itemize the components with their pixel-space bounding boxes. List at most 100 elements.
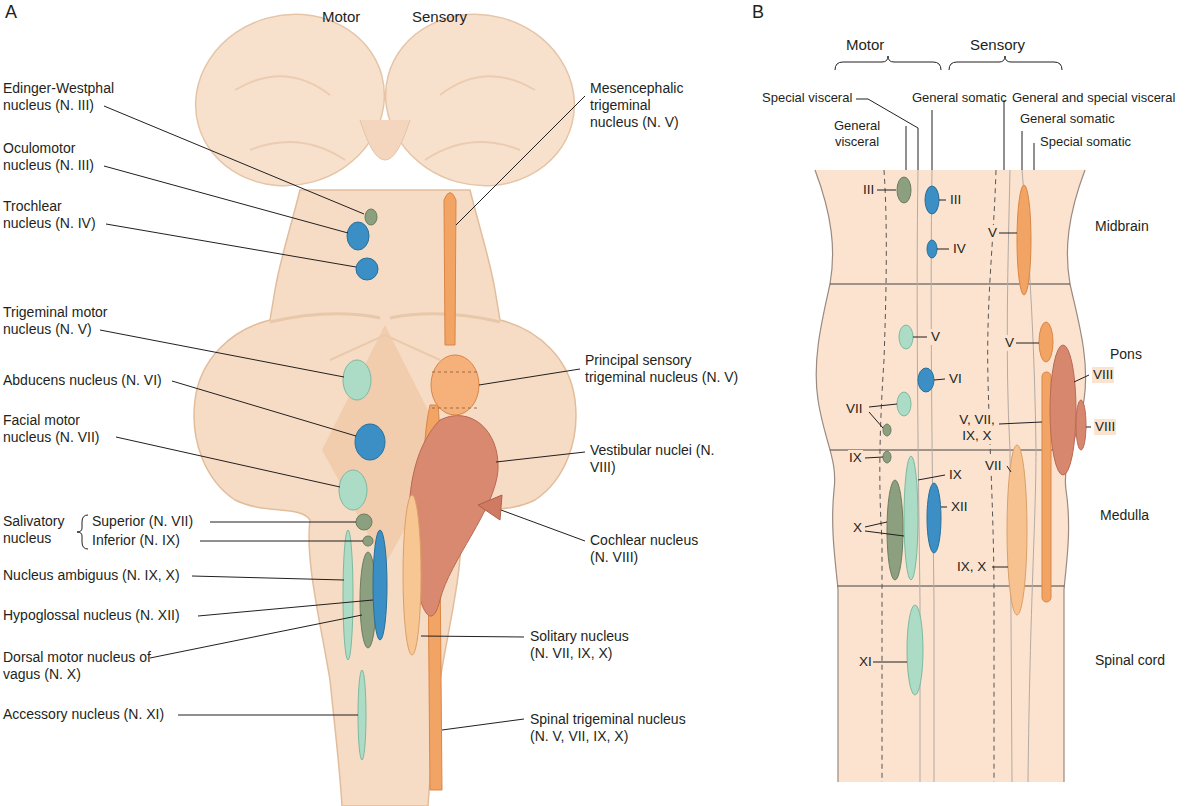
leader-lines [77, 96, 585, 730]
leader-line [421, 636, 524, 637]
leader-line [192, 576, 344, 580]
nucleus-shape [347, 222, 369, 250]
nucleus-shape [897, 392, 911, 416]
nerve-number: IV [952, 241, 967, 257]
bracket [77, 515, 88, 549]
column-label: General and special visceral [1012, 90, 1175, 106]
nucleus-shape [373, 530, 387, 640]
leader-line [869, 412, 883, 428]
nerve-number: IX [948, 467, 963, 483]
nucleus-shape [409, 416, 498, 617]
leader-line [939, 200, 946, 201]
leader-line [1004, 100, 1005, 170]
nucleus-label: Trigeminal motor nucleus (N. V) [3, 304, 128, 338]
leader-line [1086, 427, 1091, 428]
nerve-number: V [987, 225, 998, 241]
leader-line [865, 522, 887, 527]
nucleus-shape [343, 530, 353, 660]
leader-line [865, 531, 904, 536]
nucleus-label: Facial motor nucleus (N. VII) [3, 412, 115, 446]
nerve-number: III [949, 192, 962, 208]
nucleus-shape [356, 258, 378, 280]
leader-line [1007, 466, 1011, 472]
leader-line [1022, 131, 1023, 170]
column-label: Special visceral [762, 90, 852, 106]
nerve-number: VI [948, 371, 963, 387]
column-heading: Motor [322, 8, 360, 26]
nerve-number: XI [858, 654, 873, 670]
leader-line [100, 330, 344, 377]
leader-line [501, 510, 585, 541]
nucleus-shape [927, 240, 937, 258]
nucleus-shape [355, 424, 385, 460]
leader-line [442, 719, 524, 730]
nucleus-label: Solitary nucleus (N. VII, IX, X) [530, 628, 650, 662]
third-ventricle [360, 120, 410, 160]
nucleus-shape [444, 193, 456, 346]
column-label: General somatic [912, 90, 1007, 106]
schematic-lines [800, 170, 1100, 782]
nucleus-label: Cochlear nucleus (N. VIII) [590, 532, 720, 566]
boundary-dash [432, 408, 478, 409]
leader-line [172, 381, 356, 436]
leader-line [937, 249, 949, 250]
nucleus-shape [1076, 400, 1086, 450]
region-label: Midbrain [1095, 218, 1149, 235]
leader-line [104, 106, 364, 214]
nucleus-label: Accessory nucleus (N. XI) [3, 706, 164, 723]
column-label: General visceral [822, 118, 892, 149]
leader-line [1074, 375, 1089, 382]
leader-line [1034, 143, 1035, 170]
nucleus-shape [907, 605, 923, 695]
nucleus-label: Edinger-Westphal nucleus (N. III) [3, 80, 133, 114]
nucleus-shape [918, 368, 934, 392]
nucleus-shape [363, 536, 373, 546]
column-label: Special somatic [1040, 134, 1131, 150]
nucleus-label: Oculomotor nucleus (N. III) [3, 140, 118, 174]
nerve-number: IX, X [956, 559, 987, 575]
surface-contour [330, 335, 440, 360]
nucleus-shape [1050, 345, 1076, 475]
leader-line [496, 452, 585, 462]
nerve-number: X [852, 520, 863, 536]
nucleus-label: Inferior (N. IX) [92, 532, 180, 549]
nerve-number: VII [984, 458, 1003, 474]
sulcus-dash [880, 170, 886, 782]
nerve-number: VIII [1092, 367, 1114, 383]
nucleus-label: Hypoglossal nucleus (N. XII) [3, 607, 180, 624]
nucleus-label: Superior (N. VII) [92, 513, 193, 530]
column-heading: Sensory [412, 8, 467, 26]
nucleus-shape [883, 451, 891, 463]
nucleus-label: Trochlear nucleus (N. IV) [3, 198, 113, 232]
surface-contour [235, 76, 535, 160]
region-label: Spinal cord [1095, 652, 1165, 669]
leader-line [873, 662, 907, 663]
nucleus-label: Mesencephalic trigeminal nucleus (N. V) [590, 80, 700, 130]
bracket [835, 56, 941, 70]
nucleus-shape [887, 480, 903, 580]
leader-line [932, 110, 933, 170]
nucleus-label: Salivatory nucleus [3, 513, 75, 547]
nucleus-shape [358, 670, 366, 760]
nerve-number: XII [950, 499, 969, 515]
leader-line [479, 369, 580, 385]
nucleus-shape [1039, 322, 1053, 362]
nucleus-shape [897, 177, 911, 203]
column-heading: Sensory [970, 36, 1025, 54]
nucleus-shape [1007, 445, 1027, 615]
nucleus-shape [431, 355, 479, 415]
nucleus-shape [356, 514, 372, 530]
thalamus-lobe [176, 0, 404, 207]
nucleus-shape [1017, 185, 1031, 295]
nerve-number: V, VII, IX, X [955, 412, 999, 444]
sulcus-dash [988, 170, 996, 782]
nucleus-label: Abducens nucleus (N. VI) [3, 372, 162, 389]
nucleus-shape [403, 495, 421, 655]
panel-letter: A [5, 2, 17, 24]
leader-line [1016, 343, 1039, 344]
nucleus-shape [478, 495, 502, 520]
brainstem-schematic [815, 170, 1086, 782]
leader-line [200, 541, 363, 542]
